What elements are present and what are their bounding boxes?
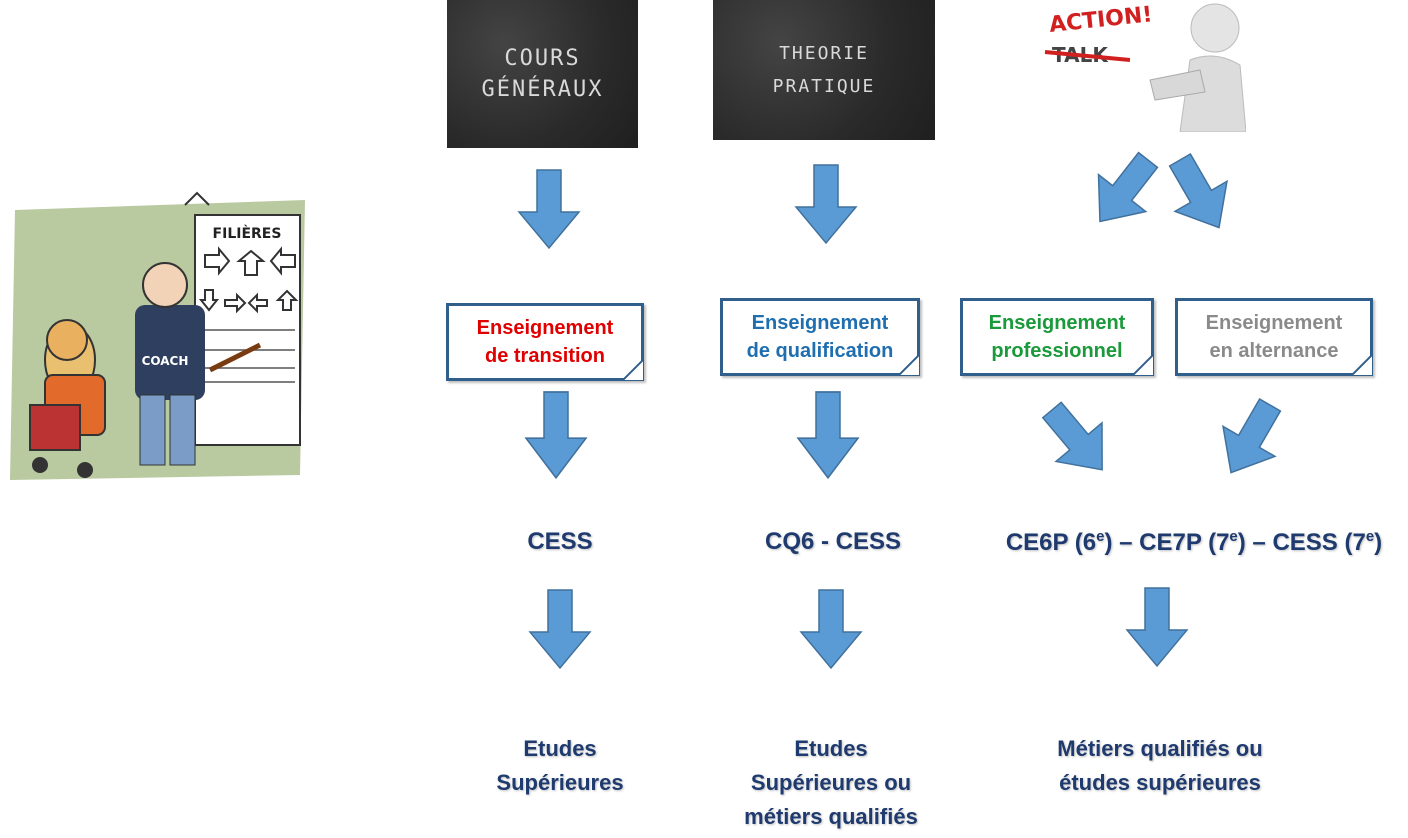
cours-generaux-image: COURS GÉNÉRAUX bbox=[447, 0, 638, 148]
cert-qualification: CQ6 - CESS bbox=[764, 528, 902, 555]
cert-pro-sup2: e bbox=[1229, 528, 1238, 545]
generaux-text: GÉNÉRAUX bbox=[481, 77, 604, 102]
arrow-ce6p-to-metiers bbox=[1126, 587, 1188, 667]
box-enseignement-professionnel: Enseignement professionnel bbox=[960, 298, 1154, 376]
arrow-qualification-to-cq6 bbox=[797, 391, 859, 479]
arrow-professionnel-to-ce6p bbox=[1028, 389, 1126, 490]
page-fold-icon bbox=[622, 359, 644, 381]
professionnel-line1: Enseignement bbox=[988, 312, 1126, 334]
cartoon-shirt-text: COACH bbox=[142, 354, 189, 368]
theorie-pratique-image: THEORIE PRATIQUE bbox=[713, 0, 935, 140]
box-enseignement-qualification: Enseignement de qualification bbox=[720, 298, 920, 376]
transition-line2: de transition bbox=[484, 345, 605, 367]
cours-text: COURS bbox=[504, 46, 581, 71]
arrow-theorie-to-qualification bbox=[795, 164, 857, 244]
arrow-action-to-professionnel bbox=[1075, 140, 1173, 241]
outcome-transition: Etudes Supérieures bbox=[470, 732, 650, 800]
arrow-cours-to-transition bbox=[518, 169, 580, 249]
transition-line1: Enseignement bbox=[476, 317, 614, 339]
page-fold-icon bbox=[898, 354, 920, 376]
cert-pro-part4: ) bbox=[1374, 529, 1383, 556]
arrow-alternance-to-ce6p bbox=[1204, 389, 1297, 489]
cert-pro-part3: ) – CESS (7 bbox=[1237, 529, 1366, 556]
cert-professionnel: CE6P (6e) – CE7P (7e) – CESS (7e) bbox=[980, 528, 1408, 557]
outcome-qualification-line2: Supérieures ou bbox=[750, 770, 912, 795]
alternance-line2: en alternance bbox=[1209, 340, 1339, 362]
cert-pro-part1: CE6P (6 bbox=[1005, 529, 1097, 556]
arrow-transition-to-cess bbox=[525, 391, 587, 479]
professionnel-line2: professionnel bbox=[991, 340, 1123, 362]
cert-transition: CESS bbox=[527, 528, 593, 555]
page-fold-icon bbox=[1351, 354, 1373, 376]
page-fold-icon bbox=[1132, 354, 1154, 376]
theorie-text: THEORIE bbox=[779, 43, 869, 64]
action-talk-image: ACTION! TALK bbox=[1040, 0, 1246, 132]
alternance-line1: Enseignement bbox=[1205, 312, 1343, 334]
cartoon-chart-title: FILIÈRES bbox=[213, 225, 282, 242]
cert-pro-part2: ) – CE7P (7 bbox=[1104, 529, 1230, 556]
pratique-text: PRATIQUE bbox=[772, 76, 876, 97]
coach-cartoon-image: FILIÈRES COACH bbox=[10, 191, 305, 480]
box-enseignement-alternance: Enseignement en alternance bbox=[1175, 298, 1373, 376]
arrow-action-to-alternance bbox=[1153, 144, 1246, 244]
box-enseignement-transition: Enseignement de transition bbox=[446, 303, 644, 381]
outcome-pro: Métiers qualifiés ou études supérieures bbox=[1040, 732, 1280, 800]
qualification-line1: Enseignement bbox=[751, 312, 889, 334]
qualification-line2: de qualification bbox=[746, 340, 894, 362]
outcome-qualification-line1: Etudes bbox=[794, 736, 868, 761]
arrow-cq6-to-etudes bbox=[800, 589, 862, 669]
outcome-qualification-line3: métiers qualifiés bbox=[744, 804, 918, 829]
outcome-pro-line1: Métiers qualifiés ou bbox=[1057, 736, 1263, 761]
outcome-transition-line1: Etudes bbox=[523, 736, 597, 761]
outcome-qualification: Etudes Supérieures ou métiers qualifiés bbox=[718, 732, 944, 834]
cert-pro-sup1: e bbox=[1096, 528, 1105, 545]
arrow-cess-to-etudes bbox=[529, 589, 591, 669]
outcome-transition-line2: Supérieures bbox=[496, 770, 624, 795]
cert-pro-sup3: e bbox=[1365, 528, 1375, 545]
outcome-pro-line2: études supérieures bbox=[1059, 770, 1261, 795]
